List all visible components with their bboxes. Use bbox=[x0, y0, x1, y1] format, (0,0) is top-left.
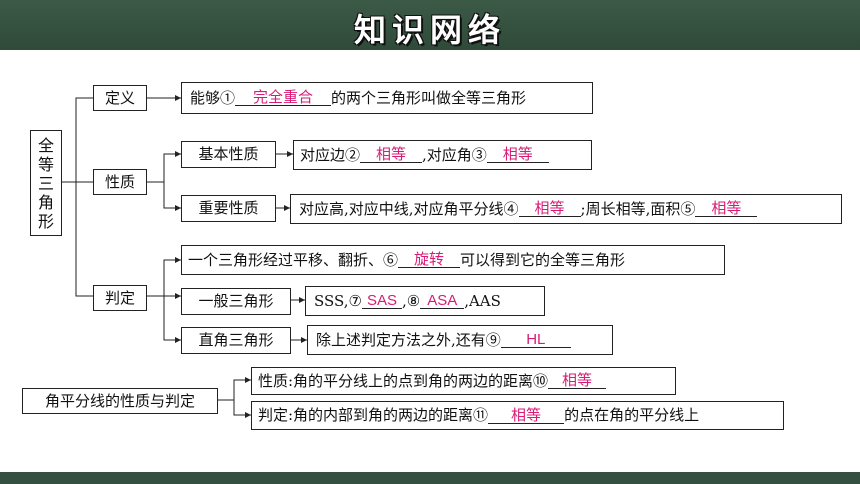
right-triangle-node: 直角三角形 bbox=[181, 327, 291, 354]
root-char: 全 bbox=[37, 135, 54, 155]
answer-3: 相等 bbox=[486, 147, 549, 163]
answer-11: 相等 bbox=[488, 408, 565, 424]
root-node-congruent-triangles: 全 等 三 角 形 bbox=[30, 130, 62, 236]
footer-bar bbox=[0, 472, 860, 484]
judgement-node: 判定 bbox=[93, 285, 147, 311]
definition-content: 能够① 完全重合 的两个三角形叫做全等三角形 bbox=[181, 82, 593, 114]
answer-10: 相等 bbox=[548, 373, 607, 389]
answer-6: 旋转 bbox=[398, 252, 461, 268]
definition-node: 定义 bbox=[93, 85, 147, 111]
answer-8: ASA bbox=[420, 293, 465, 309]
answer-1: 完全重合 bbox=[235, 90, 332, 106]
root-char: 角 bbox=[37, 192, 54, 212]
important-properties-content: 对应高,对应中线,对应角平分线④ 相等 ;周长相等,面积⑤ 相等 bbox=[290, 194, 842, 224]
answer-4: 相等 bbox=[518, 201, 581, 217]
right-triangle-content: 除上述判定方法之外,还有⑨ HL bbox=[307, 325, 613, 355]
root-char: 等 bbox=[37, 154, 54, 174]
transform-content: 一个三角形经过平移、翻折、⑥ 旋转 可以得到它的全等三角形 bbox=[181, 245, 725, 275]
properties-node: 性质 bbox=[93, 169, 147, 195]
root-char: 形 bbox=[37, 211, 54, 231]
bisector-node: 角平分线的性质与判定 bbox=[22, 388, 218, 414]
header-bar: 知识网络 bbox=[0, 0, 860, 50]
general-triangle-node: 一般三角形 bbox=[181, 288, 291, 315]
basic-properties-content: 对应边② 相等 ,对应角③ 相等 bbox=[293, 140, 592, 170]
answer-9: HL bbox=[500, 332, 571, 348]
important-properties-node: 重要性质 bbox=[181, 195, 276, 222]
answer-2: 相等 bbox=[360, 147, 423, 163]
page-title: 知识网络 bbox=[353, 11, 506, 49]
bisector-property-content: 性质:角的平分线上的点到角的两边的距离⑩ 相等 bbox=[251, 367, 676, 395]
answer-5: 相等 bbox=[695, 201, 758, 217]
root-char: 三 bbox=[37, 173, 54, 193]
bisector-judgement-content: 判定:角的内部到角的两边的距离⑪ 相等 的点在角的平分线上 bbox=[251, 401, 784, 430]
basic-properties-node: 基本性质 bbox=[181, 141, 276, 168]
answer-7: SAS bbox=[361, 293, 402, 309]
general-triangle-content: SSS,⑦ SAS ,⑧ ASA ,AAS bbox=[305, 286, 545, 316]
